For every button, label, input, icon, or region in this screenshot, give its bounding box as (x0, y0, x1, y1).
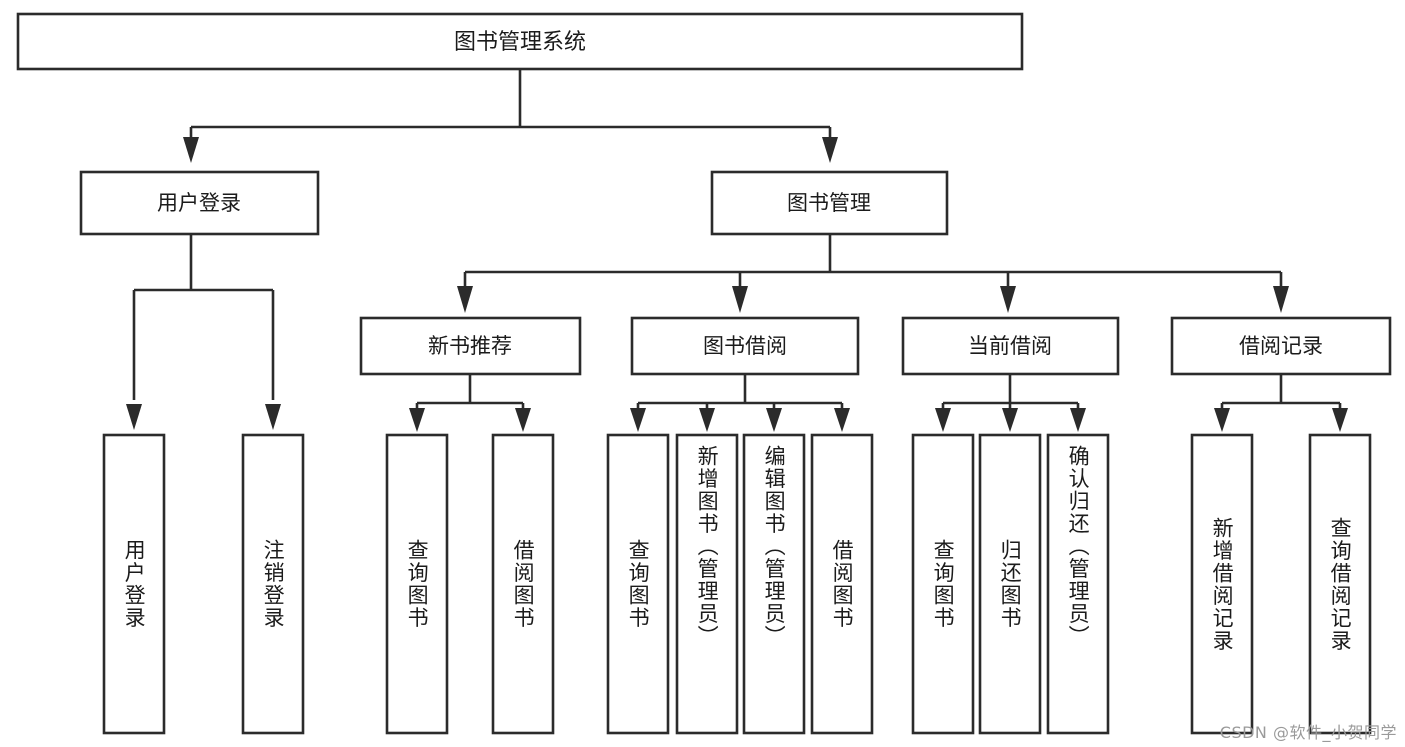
arrow-head-leaf-user-login (126, 404, 142, 430)
node-book-borrow-box[interactable] (630, 316, 860, 376)
node-leaf-borrow-book-2-box[interactable] (810, 433, 874, 735)
node-current-borrow[interactable]: 当前借阅 (901, 316, 1120, 376)
node-root-label: 图书管理系统 (454, 30, 586, 55)
arrow-head-leaf-add-book (699, 408, 715, 432)
node-book-borrow-label: 图书借阅 (703, 334, 787, 358)
node-book-manage-label: 图书管理 (787, 191, 871, 215)
arrow-head-leaf-edit-book (766, 408, 782, 432)
arrow-head-book-manage (822, 137, 838, 163)
arrow-head-leaf-add-record (1214, 408, 1230, 432)
connector-newbook-to-leaves (409, 374, 531, 432)
connector-borrowrecord-to-leaves (1214, 374, 1348, 432)
connector-root-to-level1 (183, 69, 838, 163)
arrow-head-new-book-recommend (457, 286, 473, 313)
node-book-manage-box[interactable] (710, 170, 949, 236)
node-book-manage[interactable]: 图书管理 (710, 170, 949, 236)
arrow-head-leaf-borrow-book-1 (515, 408, 531, 432)
arrow-head-leaf-query-book-2 (630, 408, 646, 432)
arrow-head-user-login (183, 137, 199, 163)
arrow-head-leaf-query-record (1332, 408, 1348, 432)
node-leaf-add-book-box[interactable] (675, 433, 739, 735)
node-leaf-borrow-book-1-box[interactable] (491, 433, 555, 735)
arrow-head-leaf-query-book-1 (409, 408, 425, 432)
node-leaf-confirm-return-box[interactable] (1046, 433, 1110, 735)
arrow-head-leaf-confirm-return (1070, 408, 1086, 432)
node-leaf-query-record-box[interactable] (1308, 433, 1372, 735)
arrow-head-leaf-user-logout (265, 404, 281, 430)
connector-userlogin-to-leaves (126, 234, 281, 430)
node-borrow-record-label: 借阅记录 (1239, 334, 1323, 358)
connector-currentborrow-to-leaves (935, 374, 1086, 432)
node-borrow-record-box[interactable] (1170, 316, 1392, 376)
node-borrow-record[interactable]: 借阅记录 (1170, 316, 1392, 376)
node-leaf-user-logout-box[interactable] (241, 433, 305, 735)
node-current-borrow-label: 当前借阅 (968, 334, 1052, 358)
node-new-book-recommend[interactable]: 新书推荐 (359, 316, 582, 376)
connector-bookborrow-to-leaves (630, 374, 850, 432)
node-root-box[interactable] (16, 12, 1024, 71)
arrow-head-leaf-query-book-3 (935, 408, 951, 432)
node-new-book-recommend-box[interactable] (359, 316, 582, 376)
arrow-head-borrow-record (1273, 286, 1289, 313)
node-book-borrow[interactable]: 图书借阅 (630, 316, 860, 376)
node-user-login-box[interactable] (79, 170, 320, 236)
node-new-book-recommend-label: 新书推荐 (428, 334, 512, 358)
node-current-borrow-box[interactable] (901, 316, 1120, 376)
node-leaf-add-record-box[interactable] (1190, 433, 1254, 735)
node-leaf-query-book-2-box[interactable] (606, 433, 670, 735)
node-leaf-query-book-3-box[interactable] (911, 433, 975, 735)
node-user-login[interactable]: 用户登录 (79, 170, 320, 236)
node-leaf-edit-book-box[interactable] (742, 433, 806, 735)
node-leaf-return-book-box[interactable] (978, 433, 1042, 735)
node-user-login-label: 用户登录 (157, 191, 241, 215)
connector-bookmanage-to-level2 (457, 234, 1289, 313)
arrow-head-leaf-borrow-book-2 (834, 408, 850, 432)
watermark: CSDN @软件_小贺同学 (1219, 723, 1397, 742)
arrow-head-current-borrow (1000, 286, 1016, 313)
node-leaf-query-book-1-box[interactable] (385, 433, 449, 735)
arrow-head-leaf-return-book (1002, 408, 1018, 432)
arrow-head-book-borrow (732, 286, 748, 313)
node-root[interactable]: 图书管理系统 (16, 12, 1024, 71)
node-leaf-user-login-box[interactable] (102, 433, 166, 735)
